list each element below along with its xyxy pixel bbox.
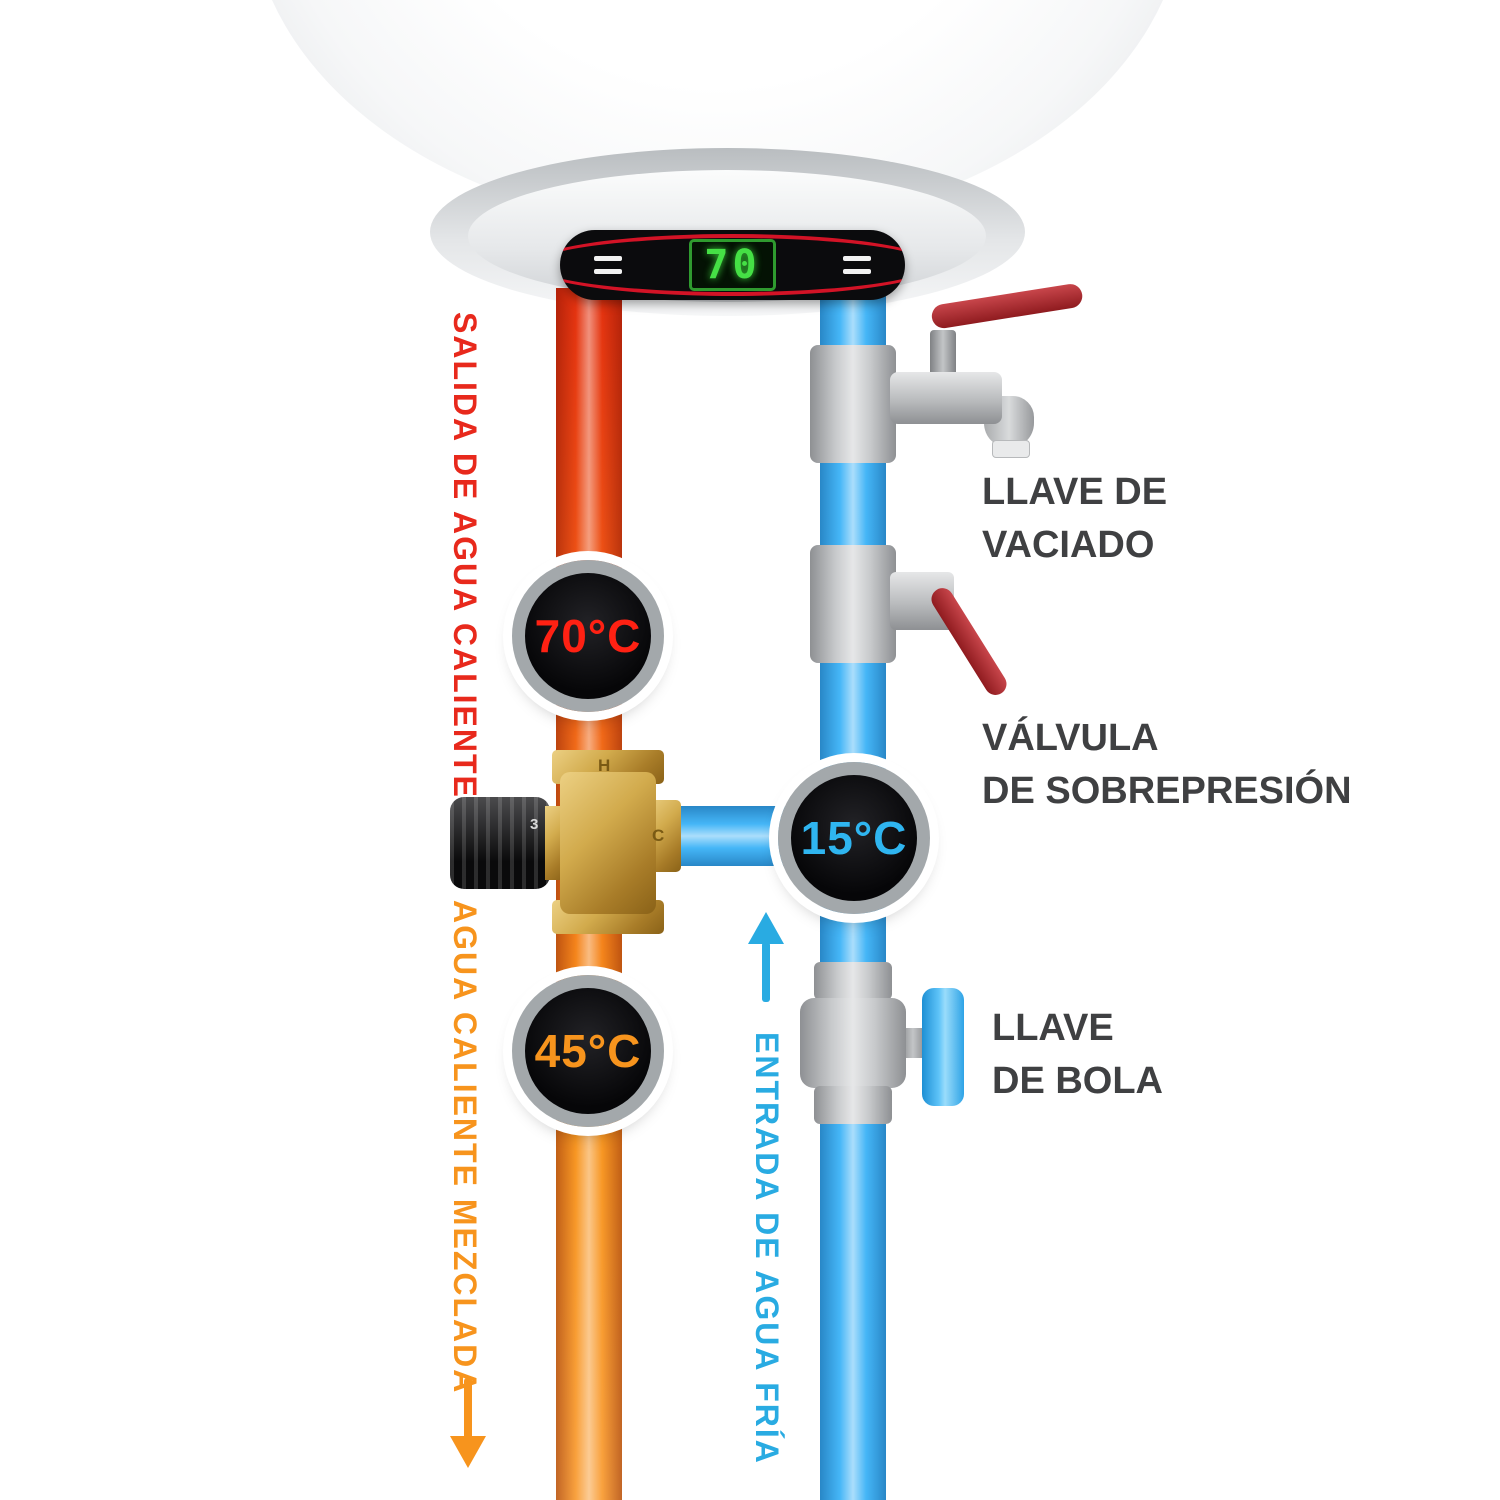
hot-temperature-badge: 70°C: [512, 560, 664, 712]
mixed-temperature-badge: 45°C: [512, 975, 664, 1127]
mixing-valve-knob: [450, 797, 550, 889]
drain-valve-label: LLAVE DE VACIADO: [982, 466, 1167, 572]
ball-valve-bottom-coupling: [814, 1086, 892, 1124]
mixed-temperature-value: 45°C: [534, 1025, 642, 1077]
overpressure-valve-coupling: [810, 545, 896, 663]
ball-valve-blue-handle: [922, 988, 964, 1106]
up-arrow-icon: [762, 942, 770, 1002]
cold-temperature-value: 15°C: [800, 812, 908, 864]
overpressure-valve-label: VÁLVULA DE SOBREPRESIÓN: [982, 712, 1352, 818]
mixing-valve-knob-mark: 3: [530, 816, 539, 833]
drain-valve-label-line1: LLAVE DE: [982, 471, 1168, 513]
ball-valve-body: [800, 998, 906, 1088]
up-arrow-head-icon: [748, 912, 784, 944]
drain-valve-coupling: [810, 345, 896, 463]
drain-valve-label-line2: VACIADO: [982, 524, 1155, 567]
mixing-valve-hot-mark: H: [598, 756, 611, 775]
drain-faucet-body: [890, 372, 1002, 424]
drain-valve-stem: [930, 330, 956, 378]
overpressure-valve-red-lever: [927, 584, 1011, 700]
hot-water-outlet-label: SALIDA DE AGUA CALIENTE: [447, 312, 483, 799]
down-arrow-icon: [464, 1378, 472, 1440]
ball-valve-label-line2: DE BOLA: [992, 1060, 1163, 1103]
ball-valve-label: LLAVE DE BOLA: [992, 1002, 1163, 1108]
overpressure-valve-label-line2: DE SOBREPRESIÓN: [982, 770, 1352, 813]
hot-temperature-value: 70°C: [534, 610, 642, 662]
drain-valve-red-lever: [930, 282, 1085, 330]
mixing-valve-body: [560, 772, 656, 914]
mixed-water-label: AGUA CALIENTE MEZCLADA: [447, 900, 483, 1395]
temperature-display: 70: [560, 230, 905, 300]
overpressure-valve-label-line1: VÁLVULA: [982, 717, 1159, 759]
ball-valve-top-coupling: [814, 962, 892, 1000]
cold-water-inlet-label: ENTRADA DE AGUA FRÍA: [749, 1032, 785, 1465]
drain-faucet-tip: [992, 440, 1030, 458]
mixing-valve-cold-mark: C: [652, 826, 665, 845]
down-arrow-head-icon: [450, 1436, 486, 1468]
display-right-lines-icon: [842, 256, 871, 274]
ball-valve-label-line1: LLAVE: [992, 1007, 1114, 1049]
display-left-lines-icon: [594, 256, 622, 274]
display-temperature-value: 70: [689, 239, 776, 291]
cold-temperature-badge: 15°C: [778, 762, 930, 914]
